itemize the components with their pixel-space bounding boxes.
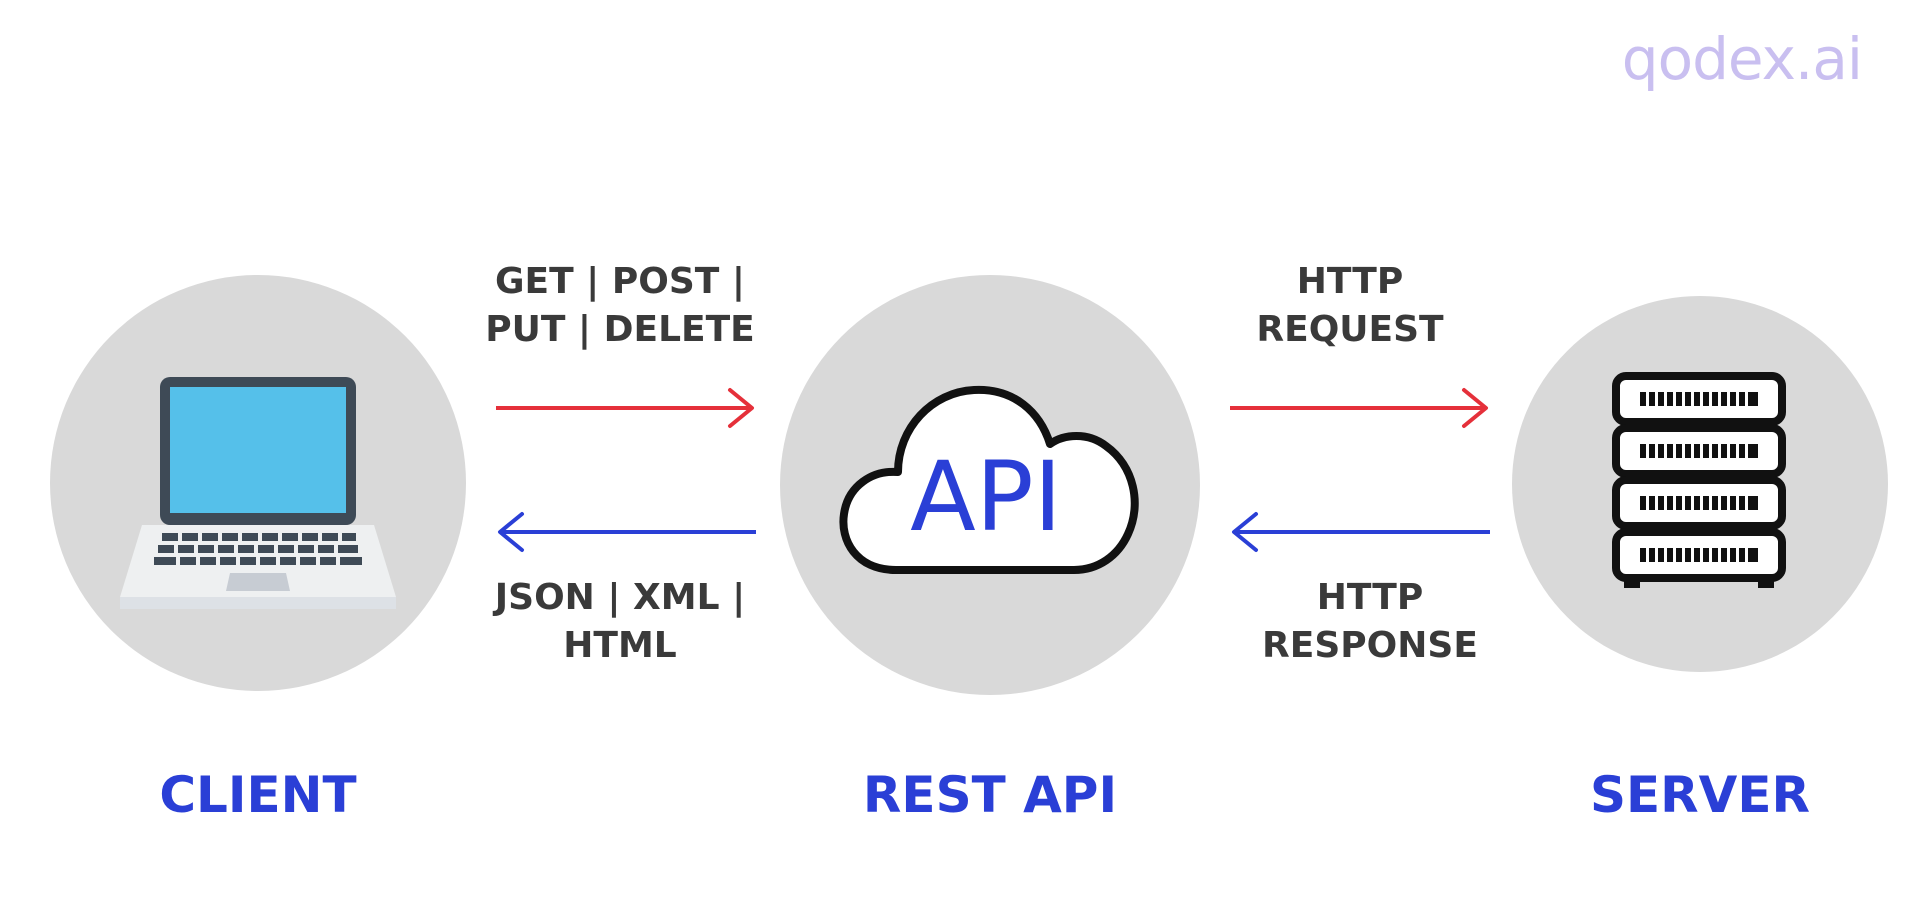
response-formats-label: JSON | XML | HTML [470,574,770,670]
server-label: SERVER [1589,766,1811,824]
http-request-label: HTTP REQUEST [1230,258,1470,354]
http-response-line2: RESPONSE [1262,625,1478,666]
client-label: CLIENT [159,766,357,824]
rest-api-label: REST API [862,766,1118,824]
http-response-line1: HTTP [1316,577,1424,618]
http-request-line2: REQUEST [1256,309,1444,350]
http-methods-label: GET | POST | PUT | DELETE [470,258,770,354]
http-methods-line2: PUT | DELETE [485,309,755,350]
response-arrow-api-to-client [498,512,756,552]
response-arrow-server-to-api [1232,512,1490,552]
response-formats-line2: HTML [563,625,677,666]
cloud-api-text: API [910,441,1062,553]
http-response-label: HTTP RESPONSE [1230,574,1510,670]
cloud-icon: API [839,385,1139,574]
request-arrow-api-to-server [1230,388,1488,428]
http-request-line1: HTTP [1296,261,1404,302]
brand-logo: qodex.ai [1621,25,1863,93]
request-arrow-client-to-api [496,388,754,428]
response-formats-line1: JSON | XML | [494,577,746,618]
laptop-icon [120,377,396,609]
http-methods-line1: GET | POST | [494,261,746,302]
server-rack-icon [1612,372,1786,588]
